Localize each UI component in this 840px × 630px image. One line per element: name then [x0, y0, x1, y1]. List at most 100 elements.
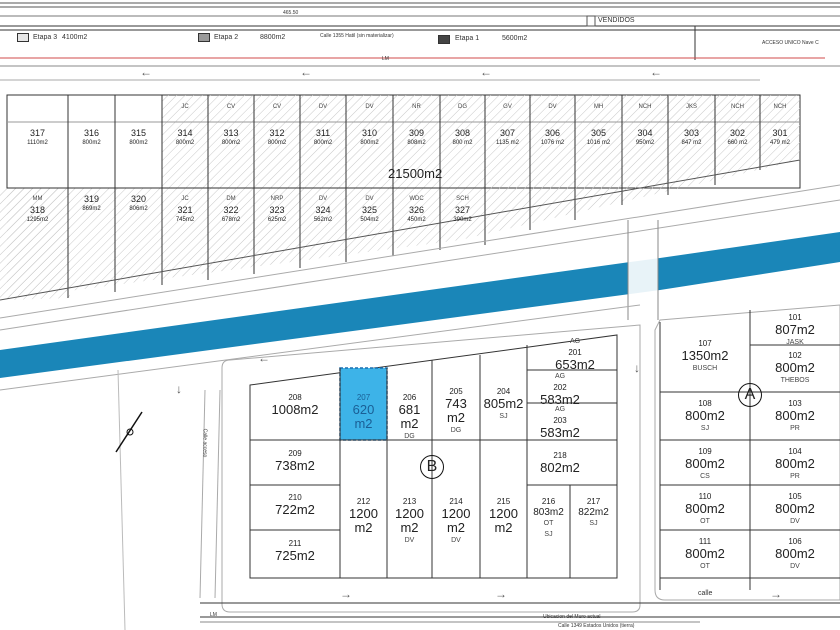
lot-number: 327: [454, 205, 471, 215]
lot-322[interactable]: DM 322 678m2: [208, 194, 254, 224]
lot-312[interactable]: 312 800m2: [254, 128, 300, 147]
lot-number: 315: [130, 128, 147, 138]
lot-107[interactable]: 107 1350m2 BUSCH: [660, 338, 750, 374]
lot-311[interactable]: 311 800m2: [300, 128, 346, 147]
lot-313[interactable]: 313 800m2: [208, 128, 254, 147]
lot-325[interactable]: DV 325 504m2: [346, 194, 393, 224]
lot-area: 1076 m2: [540, 140, 565, 146]
legend-label: Etapa 1: [455, 35, 480, 42]
svg-text:←: ←: [140, 65, 152, 79]
lot-316[interactable]: 316 800m2: [68, 128, 115, 147]
lot-tenant: JC: [181, 104, 189, 110]
lot-109[interactable]: 109 800m2 CS: [660, 446, 750, 482]
lot-number: 308: [454, 128, 471, 138]
lot-310[interactable]: 310 800m2: [346, 128, 393, 147]
lm-label: LM: [382, 56, 389, 62]
lot-326[interactable]: WDC 326 450m2: [393, 194, 440, 224]
lot-307[interactable]: 307 1135 m2: [485, 128, 530, 147]
lot-315[interactable]: 315 800m2: [115, 128, 162, 147]
lot-area: 562m2: [313, 217, 333, 223]
lot-area: 800m2: [267, 140, 287, 146]
lot-110[interactable]: 110 800m2 OT: [660, 491, 750, 527]
lot-tenant: OT: [700, 518, 710, 525]
lot-area: 1200 m2: [349, 506, 378, 535]
lot-324[interactable]: DV 324 562m2: [300, 194, 346, 224]
lot-number: 312: [269, 128, 285, 138]
lot-number: 207: [356, 393, 371, 402]
lot-number: 101: [788, 313, 802, 322]
lot-area: 800m2: [775, 546, 815, 561]
lot-area: 800m2: [129, 140, 148, 146]
lot-105[interactable]: 105 800m2 DV: [750, 491, 840, 527]
lot-number: 209: [288, 449, 302, 458]
lot-number: 204: [496, 387, 511, 396]
lot-319[interactable]: 319 869m2: [68, 194, 115, 213]
lot-area: 1016 m2: [586, 140, 611, 146]
lot-303[interactable]: 303 847 m2: [668, 128, 715, 147]
lot-tenant: OT: [700, 563, 710, 570]
lot-number: 325: [361, 205, 378, 215]
lot-tenant: JKS: [685, 104, 697, 110]
lot-304[interactable]: 304 950m2: [622, 128, 668, 147]
lot-tenant: BUSCH: [692, 365, 718, 372]
lot-317[interactable]: 317 1110m2: [7, 128, 68, 147]
lot-101[interactable]: 101 807m2 JASK: [750, 312, 840, 348]
lot-306[interactable]: 306 1076 m2: [530, 128, 575, 147]
legend-area: 4100m2: [62, 34, 88, 41]
lot-111[interactable]: 111 800m2 OT: [660, 536, 750, 572]
lot-318[interactable]: MM 318 1295m2: [7, 194, 68, 224]
lot-area: 800m2: [685, 501, 725, 516]
svg-text:←: ←: [650, 65, 662, 79]
lot-area: 583m2: [540, 392, 580, 407]
lot-tenant: DG: [458, 104, 467, 110]
lot-309[interactable]: 309 808m2: [393, 128, 440, 147]
lot-104[interactable]: 104 800m2 PR: [750, 446, 840, 482]
lot-305[interactable]: 305 1016 m2: [575, 128, 622, 147]
lot-301[interactable]: 301 479 m2: [760, 128, 800, 147]
lot-106[interactable]: 106 800m2 DV: [750, 536, 840, 572]
lot-number: 326: [408, 205, 425, 215]
street-label: calle: [698, 590, 713, 597]
lot-number: 106: [788, 537, 802, 546]
bottom-street-label: Calle 1349 Estados Unidos (tierra): [558, 623, 635, 629]
lot-area: 738m2: [275, 458, 315, 473]
lot-323[interactable]: NRP 323 625m2: [254, 194, 300, 224]
lot-327[interactable]: SCH 327 390m2: [440, 194, 485, 224]
svg-text:→: →: [340, 587, 352, 601]
lot-tenant: WDC: [409, 196, 424, 202]
lot-tenant: DV: [790, 518, 800, 525]
lot-area: 450m2: [407, 217, 426, 223]
lot-number: 309: [408, 128, 425, 138]
lot-314[interactable]: 314 800m2: [162, 128, 208, 147]
legend-area: 8800m2: [260, 34, 286, 41]
lot-102[interactable]: 102 800m2 THEBOS: [750, 350, 840, 386]
lot-area: 1135 m2: [496, 140, 519, 146]
lot-321[interactable]: JC 321 745m2: [162, 194, 208, 224]
lot-number: 317: [29, 128, 46, 138]
lot-320[interactable]: 320 806m2: [115, 194, 162, 213]
lot-103[interactable]: 103 800m2 PR: [750, 398, 840, 434]
lot-tenant: MM: [32, 196, 43, 202]
lot-302[interactable]: 302 660 m2: [715, 128, 760, 147]
lot-number: 214: [449, 497, 463, 506]
lot-308[interactable]: 308 800 m2: [440, 128, 485, 147]
lot-108[interactable]: 108 800m2 SJ: [660, 398, 750, 434]
